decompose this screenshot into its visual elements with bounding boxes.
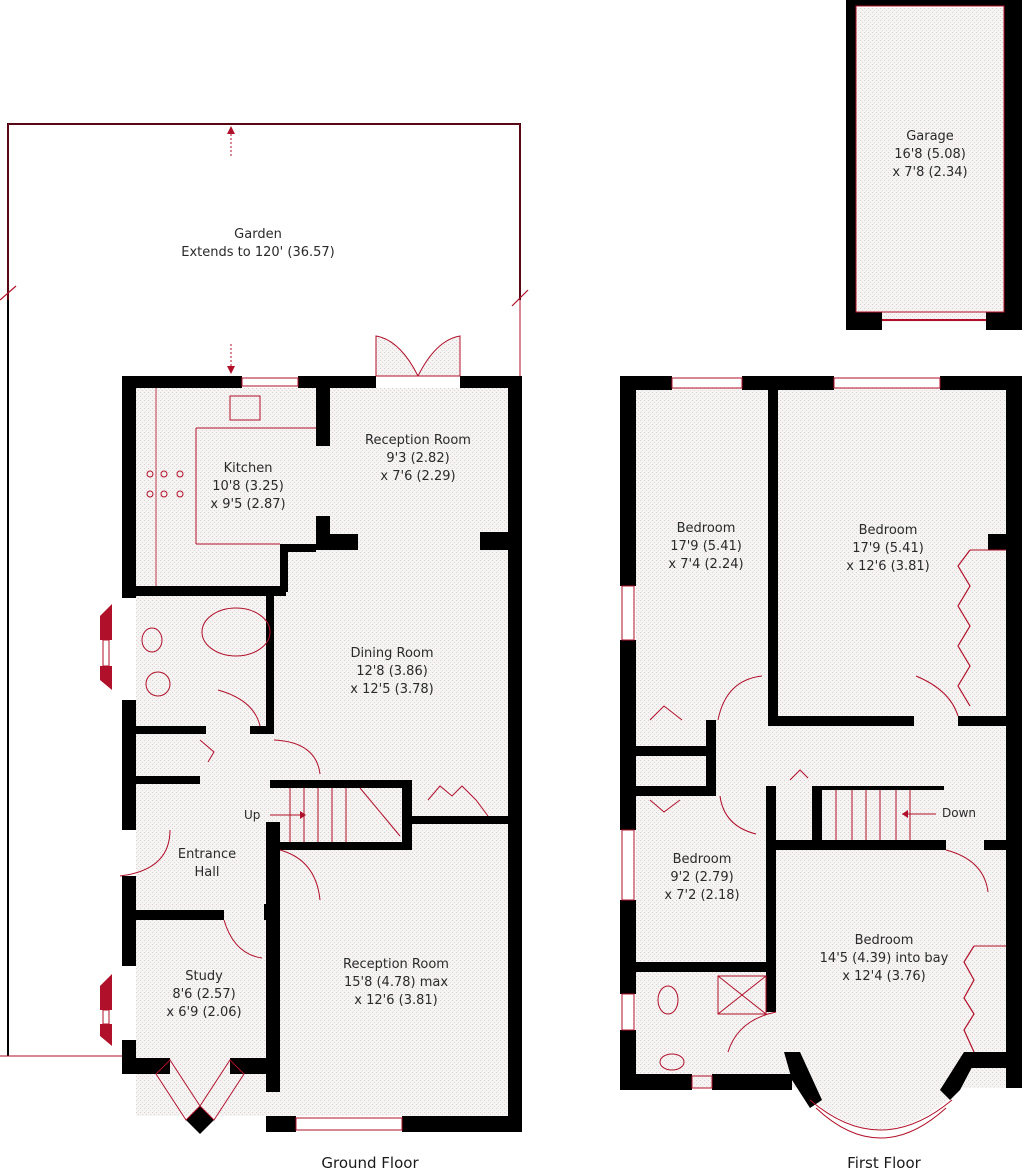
room-name: Hall xyxy=(194,865,220,880)
bedroom-small-label: Bedroom 9'2 (2.79) x 7'2 (2.18) xyxy=(664,851,739,905)
room-name: Garden xyxy=(234,227,282,242)
reception-room-front-label: Reception Room 15'8 (4.78) max x 12'6 (3… xyxy=(343,956,449,1010)
room-dimension: 15'8 (4.78) max xyxy=(343,975,449,990)
room-dimension: x 7'4 (2.24) xyxy=(668,557,744,572)
room-name: Bedroom xyxy=(858,523,918,538)
stairs-down-label: Down xyxy=(942,806,977,820)
room-dimension: x 9'5 (2.87) xyxy=(210,497,286,512)
study-label: Study 8'6 (2.57) x 6'9 (2.06) xyxy=(166,968,241,1022)
bedroom-rear-left-label: Bedroom 17'9 (5.41) x 7'4 (2.24) xyxy=(668,520,743,574)
garden-label: Garden Extends to 120' (36.57) xyxy=(181,226,334,262)
ground-floor-plan xyxy=(100,335,522,1134)
room-name: Reception Room xyxy=(343,957,449,972)
room-dimension: x 7'2 (2.18) xyxy=(664,888,740,903)
room-dimension: 9'2 (2.79) xyxy=(670,870,734,885)
first-floor-title: First Floor xyxy=(847,1154,921,1172)
garage-label: Garage 16'8 (5.08) x 7'8 (2.34) xyxy=(892,128,967,182)
garden-boundary xyxy=(0,123,529,1057)
room-name: Garage xyxy=(906,129,954,144)
room-dimension: 8'6 (2.57) xyxy=(172,987,236,1002)
first-floor-plan xyxy=(620,376,1022,1139)
room-dimension: x 12'4 (3.76) xyxy=(842,969,926,984)
reception-room-rear-label: Reception Room 9'3 (2.82) x 7'6 (2.29) xyxy=(365,432,471,486)
stairs-up-label: Up xyxy=(244,808,261,822)
room-dimension: 16'8 (5.08) xyxy=(894,147,966,162)
room-dimension: x 7'8 (2.34) xyxy=(892,165,968,180)
room-name: Entrance xyxy=(177,847,237,862)
room-dimension: x 12'6 (3.81) xyxy=(354,993,438,1008)
room-name: Study xyxy=(185,969,223,984)
room-name: Bedroom xyxy=(676,521,736,536)
room-dimension: x 6'9 (2.06) xyxy=(166,1005,242,1020)
garage xyxy=(846,0,1022,330)
room-name: Bedroom xyxy=(854,933,914,948)
room-dimension: 10'8 (3.25) xyxy=(212,479,284,494)
ground-floor-title: Ground Floor xyxy=(321,1154,419,1172)
room-dimension: 17'9 (5.41) xyxy=(670,539,742,554)
room-name: Reception Room xyxy=(365,433,471,448)
room-dimension: x 12'6 (3.81) xyxy=(846,559,930,574)
bedroom-rear-right-label: Bedroom 17'9 (5.41) x 12'6 (3.81) xyxy=(846,522,929,576)
room-dimension: 14'5 (4.39) into bay xyxy=(819,951,949,966)
kitchen-label: Kitchen 10'8 (3.25) x 9'5 (2.87) xyxy=(210,460,285,514)
room-dimension: x 7'6 (2.29) xyxy=(380,469,456,484)
entrance-hall-label: Entrance Hall xyxy=(178,846,236,882)
room-name: Dining Room xyxy=(350,646,434,661)
room-dimension: 9'3 (2.82) xyxy=(386,451,450,466)
room-dimension: 17'9 (5.41) xyxy=(852,541,924,556)
dining-room-label: Dining Room 12'8 (3.86) x 12'5 (3.78) xyxy=(350,645,433,699)
room-name: Kitchen xyxy=(223,461,273,476)
room-name: Bedroom xyxy=(672,852,732,867)
room-dimension: Extends to 120' (36.57) xyxy=(181,245,335,260)
room-dimension: x 12'5 (3.78) xyxy=(350,682,434,697)
room-dimension: 12'8 (3.86) xyxy=(356,664,428,679)
bedroom-front-label: Bedroom 14'5 (4.39) into bay x 12'4 (3.7… xyxy=(820,932,949,986)
